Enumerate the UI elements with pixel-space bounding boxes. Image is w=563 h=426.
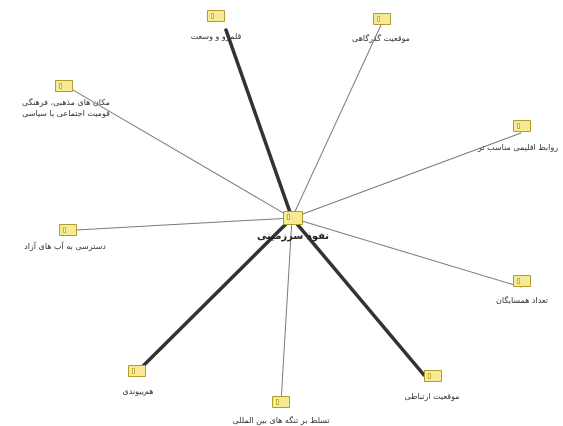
edge-n2 [291,24,382,219]
node-n7-label[interactable]: هم‌پیوندی [122,387,154,396]
node-n4-label[interactable]: تعداد همسایگان [496,296,548,305]
node-n1-label[interactable]: قلمرو و وسعت [190,32,242,41]
edge-n6 [280,217,293,404]
edge-n4 [291,217,522,288]
node-n2-folder-icon[interactable] [373,13,391,25]
node-n1-folder-icon[interactable] [207,10,225,22]
center-node-folder-icon[interactable] [283,211,303,225]
node-n6-label[interactable]: تسلط بر تنگه های بین المللی [232,416,330,425]
edge-n9 [72,89,293,219]
node-n8-label[interactable]: دسترسی به آب های آزاد [24,242,106,251]
node-n7-folder-icon[interactable] [128,365,146,377]
node-n3-folder-icon[interactable] [513,120,531,132]
edge-n3 [291,132,522,219]
node-n5-folder-icon[interactable] [424,370,442,382]
edge-n5 [290,216,426,377]
node-n8-folder-icon[interactable] [59,224,77,236]
node-n3-label[interactable]: روابط اقلیمی مناسب تر [477,143,559,152]
center-node-label[interactable]: نفوذ سرزمینی [256,231,330,242]
node-n2-label[interactable]: موقعیت گذرگاهی [352,34,410,43]
node-n5-label[interactable]: موقعیت ارتباطی [404,392,460,401]
edge-n8 [75,217,293,231]
node-n6-folder-icon[interactable] [272,396,290,408]
node-n9-label[interactable]: مکان های مذهبی، فرهنگی قومیت اجتماعی یا … [22,98,110,118]
edge-n1 [224,28,294,220]
node-n9-folder-icon[interactable] [55,80,73,92]
edge-n7 [137,216,294,372]
node-n4-folder-icon[interactable] [513,275,531,287]
